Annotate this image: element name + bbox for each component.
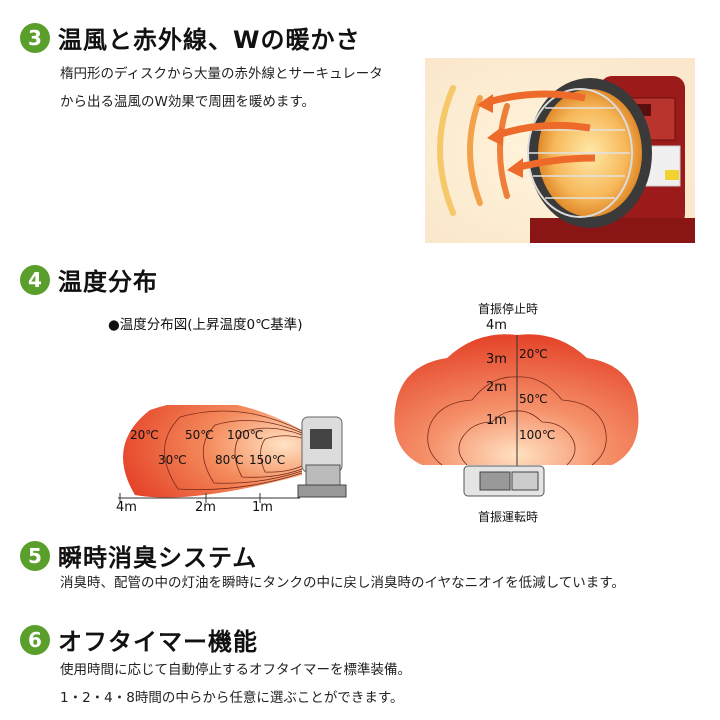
diagram-caption: ●温度分布図(上昇温度0℃基準) [108, 317, 303, 333]
description-line: 消臭時、配管の中の灯油を瞬時にタンクの中に戻し消臭時のイヤなニオイを低減していま… [60, 575, 625, 591]
distance-label: 4m [116, 500, 137, 515]
description-line: から出る温風のW効果で周囲を暖めます。 [60, 94, 315, 110]
section-number-badge: 3 [20, 22, 50, 53]
height-label: 1m [486, 413, 507, 428]
side-temperature-diagram [118, 405, 347, 503]
section-5-header: 5 瞬時消臭システム [20, 538, 257, 573]
section-title: オフタイマー機能 [58, 628, 258, 656]
description-line: 1・2・4・8時間の中らから任意に選ぶことができます。 [60, 690, 404, 706]
distance-label: 1m [252, 500, 273, 515]
section-4-header: 4 温度分布 [20, 262, 158, 297]
temp-label: 20℃ [519, 347, 548, 361]
height-label: 4m [486, 318, 507, 333]
temp-label: 50℃ [185, 428, 214, 442]
temp-label: 150℃ [249, 453, 286, 467]
label-swing-running: 首振運転時 [478, 510, 539, 524]
section-title: 瞬時消臭システム [58, 544, 258, 572]
description-line: 使用時間に応じて自動停止するオフタイマーを標準装備。 [60, 662, 411, 678]
temp-label: 50℃ [519, 392, 548, 406]
height-label: 2m [486, 380, 507, 395]
label-swing-stopped: 首振停止時 [478, 302, 539, 316]
section-6-header: 6 オフタイマー機能 [20, 622, 258, 657]
section-3-description: 楕円形のディスクから大量の赤外線とサーキュレータ から出る温風のW効果で周囲を暖… [60, 60, 383, 116]
temp-label: 80℃ [215, 453, 244, 467]
temp-label: 100℃ [227, 428, 264, 442]
heater-photo [425, 58, 695, 243]
section-3-header: 3 温風と赤外線、Wの暖かさ [20, 20, 360, 55]
section-number-badge: 4 [20, 264, 50, 295]
section-title: 温風と赤外線、Wの暖かさ [58, 26, 361, 54]
section-title: 温度分布 [58, 268, 158, 296]
section-5-description: 消臭時、配管の中の灯油を瞬時にタンクの中に戻し消臭時のイヤなニオイを低減していま… [60, 569, 625, 597]
temp-label: 100℃ [519, 428, 556, 442]
description-line: 楕円形のディスクから大量の赤外線とサーキュレータ [60, 66, 383, 82]
height-label: 3m [486, 352, 507, 367]
top-temperature-diagram [394, 334, 639, 497]
distance-label: 2m [195, 500, 216, 515]
temp-label: 20℃ [130, 428, 159, 442]
section-number-badge: 6 [20, 624, 50, 655]
section-number-badge: 5 [20, 540, 50, 571]
temp-label: 30℃ [158, 453, 187, 467]
section-6-description: 使用時間に応じて自動停止するオフタイマーを標準装備。 1・2・4・8時間の中らか… [60, 656, 411, 712]
